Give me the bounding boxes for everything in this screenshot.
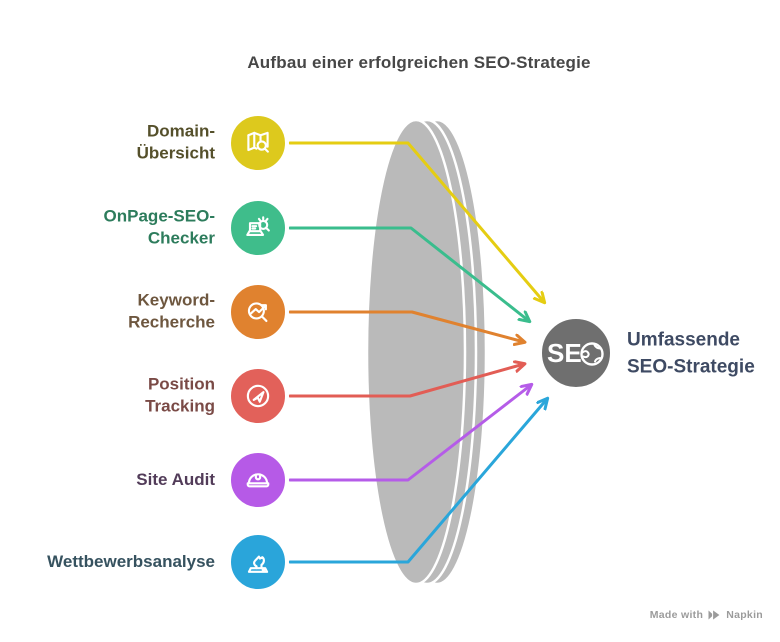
made-with-napkin[interactable]: Made with Napkin [650,609,763,621]
lens-layer-front [365,118,467,586]
result-badge-text: SE [547,338,582,368]
navigation-circle-icon [246,384,270,408]
arrow-keyword-recherche [288,310,524,342]
diagram-title: Aufbau einer erfolgreichen SEO-Strategie [247,53,591,72]
laptop-search-icon [246,216,270,236]
napkin-brand-text: Napkin [726,609,763,621]
icon-circle-onpage-seo-checker [227,197,289,259]
funnel-lens [365,118,488,586]
label-keyword-recherche: Keyword- Recherche [128,290,215,332]
arrow-domain-uebersicht [288,141,544,302]
arrow-onpage-seo-checker [288,226,529,321]
label-site-audit: Site Audit [136,469,215,489]
result-label: Umfassende SEO-Strategie [627,329,755,377]
hard-hat-icon [246,473,270,488]
label-onpage-seo-checker: OnPage-SEO- Checker [103,206,215,248]
seo-result-badge: SE [539,316,613,390]
arrow-wettbewerbsanalyse [288,399,547,564]
icon-circle-position-tracking [227,365,289,427]
icon-circle-site-audit [227,449,289,511]
map-search-icon [247,131,269,153]
icon-circle-keyword-recherche [227,281,289,343]
made-with-text: Made with [649,609,704,621]
trend-magnifier-icon [247,302,268,322]
label-wettbewerbsanalyse: Wettbewerbsanalyse [47,551,215,571]
chess-knight-icon [247,555,269,573]
result-circle [539,316,613,390]
arrow-site-audit [288,385,531,482]
label-position-tracking: Position Tracking [145,374,215,416]
napkin-logo-icon [708,609,722,621]
arrow-position-tracking [288,364,524,398]
label-domain-uebersicht: Domain- Übersicht [136,121,215,163]
globe-icon [580,342,604,366]
icon-circle-domain-uebersicht [227,112,289,174]
icon-circle-wettbewerbsanalyse [227,531,289,593]
